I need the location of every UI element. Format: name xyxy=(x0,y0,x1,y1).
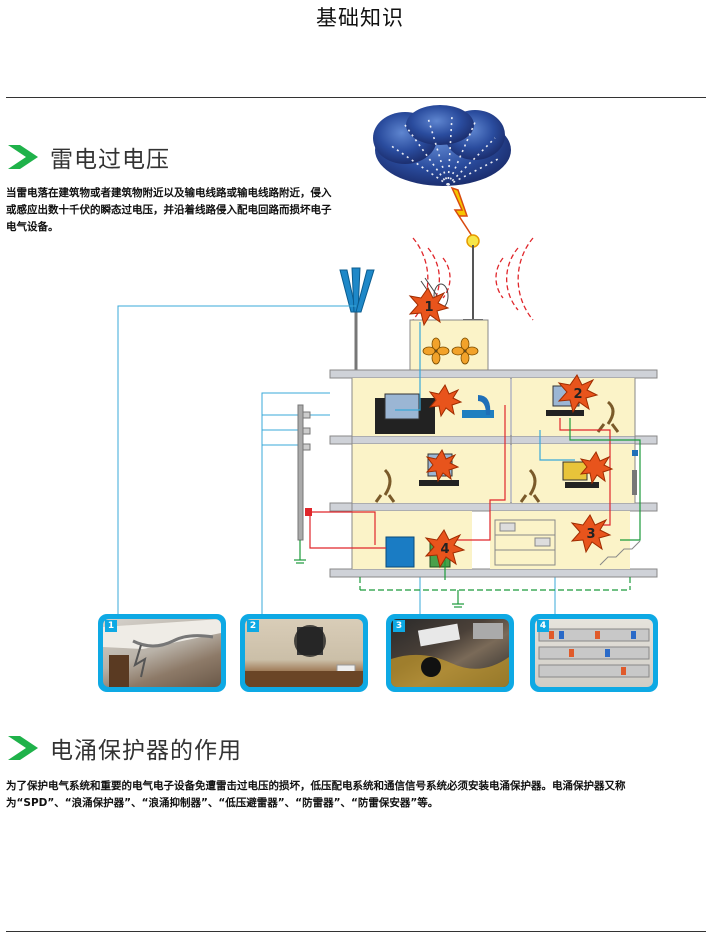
photo-damage-4: 4 xyxy=(530,614,658,692)
building-icon xyxy=(329,319,658,578)
section-heading-label: 雷电过电压 xyxy=(50,147,170,173)
photo-damage-1: 1 xyxy=(98,614,226,692)
section-heading-label: 电涌保护器的作用 xyxy=(50,738,242,764)
photo-damage-3: 3 xyxy=(386,614,514,692)
photo-number: 1 xyxy=(105,620,117,632)
lightning-overvoltage-illustration: 1 2 3 4 xyxy=(117,105,658,616)
section-body-lightning: 当雷电落在建筑物或者建筑物附近以及输电线路或输电线路附近，侵入或感应出数十千伏的… xyxy=(6,187,332,233)
damage-marker-1: 1 xyxy=(424,300,433,315)
section-heading-lightning: 雷电过电压 xyxy=(6,139,170,175)
photo-damage-2: 2 xyxy=(240,614,368,692)
section-body-spd: 为了保护电气系统和重要的电气电子设备免遭雷击过电压的损坏，低压配电系统和通信信号… xyxy=(6,780,626,809)
lightning-bolt-icon xyxy=(450,186,473,237)
bottom-divider xyxy=(6,931,706,932)
chevron-right-icon xyxy=(8,736,38,760)
photo-number: 3 xyxy=(393,620,405,632)
transmission-tower-icon xyxy=(339,267,375,375)
damage-marker-4: 4 xyxy=(440,542,449,557)
section-heading-spd: 电涌保护器的作用 xyxy=(6,730,242,766)
storm-cloud-icon xyxy=(373,105,511,186)
utility-pole-icon xyxy=(294,404,312,564)
fan-icon xyxy=(422,337,479,365)
photo-number: 4 xyxy=(537,620,549,632)
damage-spark-icon xyxy=(408,287,614,569)
photo-number: 2 xyxy=(247,620,259,632)
chevron-right-icon xyxy=(8,145,38,169)
page-title: 基础知识 xyxy=(316,6,404,30)
damage-marker-3: 3 xyxy=(586,527,595,542)
top-divider xyxy=(6,97,706,98)
damage-marker-2: 2 xyxy=(573,387,582,402)
